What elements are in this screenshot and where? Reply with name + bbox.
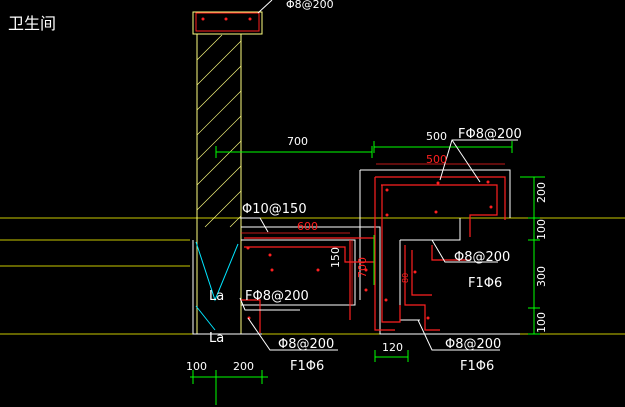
dim-500-top: 500	[426, 130, 447, 143]
dim-700-vertical: 700	[356, 257, 369, 278]
annotation-phi8-bottom-right: Φ8@200	[445, 337, 501, 352]
rebar-tag: 80	[401, 273, 410, 283]
dim-120: 120	[382, 341, 403, 354]
top-beam-rebar	[195, 0, 273, 32]
anchorage-label-la-1: La	[209, 289, 224, 304]
slab-outlines	[192, 169, 520, 335]
annotation-f-left: FΦ8@200	[245, 289, 309, 304]
room-label: 卫生间	[8, 14, 56, 33]
annotation-phi8-mid: Φ8@200	[454, 250, 510, 265]
annotation-phi8-bottom-left: Φ8@200	[278, 337, 334, 352]
dim-100-bottom: 100	[186, 360, 207, 373]
annotation-f1-bottom-left: F1Φ6	[290, 359, 324, 374]
dim-200-right: 200	[535, 182, 548, 203]
dimension-lines-red	[241, 163, 505, 305]
wall-column	[192, 11, 263, 335]
leader-lines	[239, 139, 518, 351]
dim-100-right: 100	[535, 219, 548, 240]
rebar-lines	[240, 176, 506, 333]
dim-600: 600	[297, 220, 318, 233]
dim-300-right: 300	[535, 266, 548, 287]
annotation-f1-mid: F1Φ6	[468, 276, 502, 291]
annotation-f1-bottom-right: F1Φ6	[460, 359, 494, 374]
dim-150: 150	[329, 247, 342, 268]
axis-lines	[0, 217, 625, 335]
annotation-phi10: Φ10@150	[242, 202, 307, 217]
anchorage-lines	[195, 241, 239, 331]
annotation-f-top: FΦ8@200	[458, 127, 522, 142]
dim-500-red: 500	[426, 153, 447, 166]
dim-100-right-bottom: 100	[535, 312, 548, 333]
top-rebar-label: Φ8@200	[286, 0, 334, 11]
dim-200-bottom: 200	[233, 360, 254, 373]
dimension-lines	[190, 141, 545, 405]
rebar-dots	[246, 180, 493, 320]
dim-700: 700	[287, 135, 308, 148]
anchorage-label-la-2: La	[209, 331, 224, 346]
